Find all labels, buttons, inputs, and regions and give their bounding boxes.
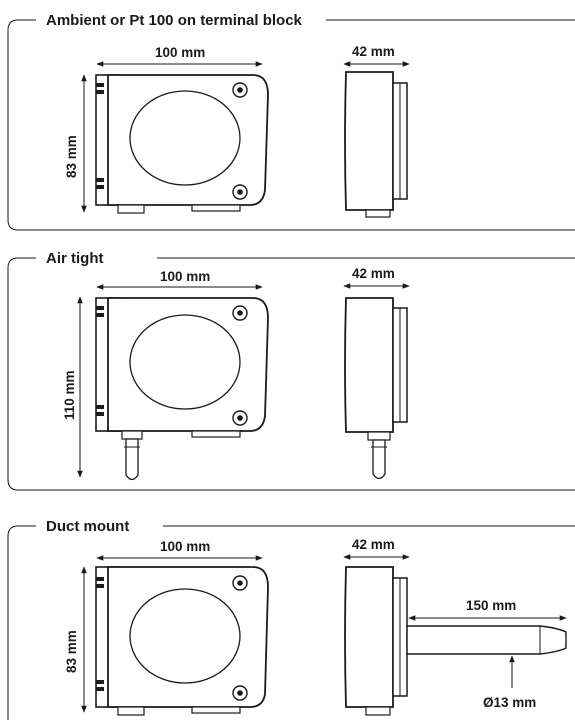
depth-label: 42 mm <box>352 44 395 59</box>
depth-label: 42 mm <box>352 537 395 552</box>
panel-title: Duct mount <box>46 518 129 535</box>
probe-length-label: 150 mm <box>466 598 516 613</box>
width-label: 100 mm <box>155 45 205 60</box>
probe-diameter-label: Ø13 mm <box>483 695 536 710</box>
front-view <box>95 297 269 481</box>
front-view <box>95 566 269 716</box>
side-view <box>344 71 408 218</box>
panel-ambient: Ambient or Pt 100 on terminal block 100 … <box>7 12 575 231</box>
panel-duct-mount: Duct mount 100 mm 83 mm <box>7 518 575 720</box>
panel-frame <box>7 525 36 720</box>
height-label: 110 mm <box>62 370 77 420</box>
panel-title: Air tight <box>46 250 104 267</box>
panel-frame <box>7 19 575 231</box>
height-label: 83 mm <box>64 630 79 673</box>
width-label: 100 mm <box>160 539 210 554</box>
side-view <box>344 566 567 716</box>
width-label: 100 mm <box>160 269 210 284</box>
panel-frame <box>7 257 575 491</box>
side-view <box>344 297 408 480</box>
panel-air-tight: Air tight 100 mm 110 mm <box>7 250 575 491</box>
height-label: 83 mm <box>64 135 79 178</box>
depth-label: 42 mm <box>352 266 395 281</box>
front-view <box>95 74 269 214</box>
panel-title: Ambient or Pt 100 on terminal block <box>46 12 303 29</box>
duct-probe <box>406 625 567 655</box>
probe <box>125 438 139 481</box>
